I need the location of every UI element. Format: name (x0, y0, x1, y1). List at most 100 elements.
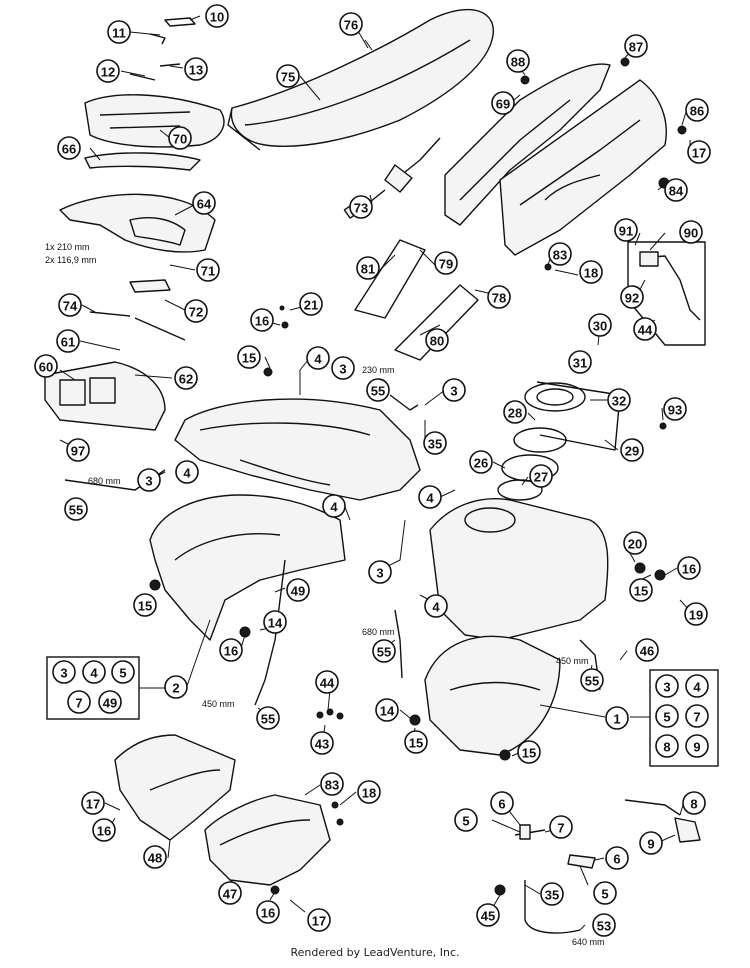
callout-11: 11 (107, 20, 131, 44)
callout-circle (263, 610, 287, 634)
callout-number: 62 (179, 372, 193, 387)
callout-circle (434, 251, 458, 275)
callout-number: 4 (432, 600, 440, 615)
callout-55: 55 (580, 668, 604, 692)
callout-number: 93 (668, 403, 682, 418)
callout-46: 46 (635, 638, 659, 662)
callout-number: 87 (629, 40, 643, 55)
callout-circle (517, 740, 541, 764)
callout-circle (250, 308, 274, 332)
callout-number: 15 (138, 599, 152, 614)
callout-circle (164, 675, 188, 699)
callout-number: 55 (69, 503, 83, 518)
callout-10: 10 (205, 4, 229, 28)
callout-78: 78 (487, 285, 511, 309)
callout-circle (276, 64, 300, 88)
callout-circle (685, 734, 709, 758)
callout-19: 19 (684, 602, 708, 626)
callout-88: 88 (506, 49, 530, 73)
callout-circle (320, 772, 344, 796)
radiator-shroud-right (444, 63, 611, 226)
callout-circle (58, 293, 82, 317)
callout-number: 88 (511, 55, 525, 70)
callout-circle (490, 791, 514, 815)
callout-circle (357, 780, 381, 804)
callout-circle (548, 242, 572, 266)
bracket (129, 279, 171, 293)
callout-circle (375, 698, 399, 722)
callout-circle (663, 397, 687, 421)
callout-number: 7 (557, 821, 564, 836)
callout-20: 20 (623, 531, 647, 555)
callout-circle (137, 468, 161, 492)
callout-44: 44 (633, 317, 657, 341)
callout-number: 91 (619, 224, 633, 239)
callout-number: 27 (534, 470, 548, 485)
callout-circle (424, 594, 448, 618)
callout-circle (315, 670, 339, 694)
callout-48: 48 (143, 845, 167, 869)
callout-28: 28 (503, 400, 527, 424)
callout-number: 5 (663, 710, 670, 725)
callout-61: 61 (56, 329, 80, 353)
callout-circle (82, 660, 106, 684)
callout-4: 4 (306, 346, 330, 370)
callout-16: 16 (250, 308, 274, 332)
callout-circle (168, 126, 192, 150)
callout-number: 5 (119, 666, 126, 681)
callout-circle (629, 578, 653, 602)
callout-number: 3 (376, 566, 383, 581)
callout-number: 15 (409, 736, 423, 751)
callout-circle (349, 195, 373, 219)
callout-circle (506, 49, 530, 73)
callout-circle (685, 704, 709, 728)
callout-4: 4 (418, 485, 442, 509)
callout-number: 35 (545, 888, 559, 903)
callout-9: 9 (685, 734, 709, 758)
measure-hose-640: 640 mm (572, 937, 605, 947)
callout-circle (529, 464, 553, 488)
callout-9: 9 (639, 831, 663, 855)
callout-circle (174, 366, 198, 390)
callout-55: 55 (372, 639, 396, 663)
callout-circle (540, 882, 564, 906)
callout-number: 84 (669, 184, 684, 199)
callout-44: 44 (315, 670, 339, 694)
callout-16: 16 (92, 818, 116, 842)
callout-circle (677, 556, 701, 580)
callout-number: 3 (60, 666, 67, 681)
callout-circle (98, 690, 122, 714)
callout-number: 10 (210, 10, 224, 25)
callout-number: 14 (268, 616, 283, 631)
callout-number: 18 (362, 786, 376, 801)
callout-number: 49 (103, 696, 117, 711)
callout-circle (682, 791, 706, 815)
callout-circle (92, 818, 116, 842)
callout-45: 45 (476, 903, 500, 927)
callout-circle (81, 791, 105, 815)
callout-circle (192, 191, 216, 215)
callout-number: 16 (224, 644, 238, 659)
callout-number: 4 (426, 491, 434, 506)
callout-circle (286, 578, 310, 602)
callout-number: 49 (291, 584, 305, 599)
callout-2: 2 (164, 675, 188, 699)
callout-number: 11 (112, 26, 126, 41)
decal-81 (354, 239, 426, 319)
callout-72: 72 (184, 299, 208, 323)
callout-circle (256, 706, 280, 730)
callout-17: 17 (81, 791, 105, 815)
callout-circle (368, 560, 392, 584)
callout-circle (205, 4, 229, 28)
rod (134, 317, 186, 341)
callout-6: 6 (605, 846, 629, 870)
callout-number: 75 (281, 70, 295, 85)
callout-circle (491, 91, 515, 115)
callout-number: 44 (638, 323, 653, 338)
callout-circle (184, 299, 208, 323)
callout-29: 29 (620, 438, 644, 462)
callout-circle (372, 639, 396, 663)
callout-number: 4 (330, 500, 338, 515)
